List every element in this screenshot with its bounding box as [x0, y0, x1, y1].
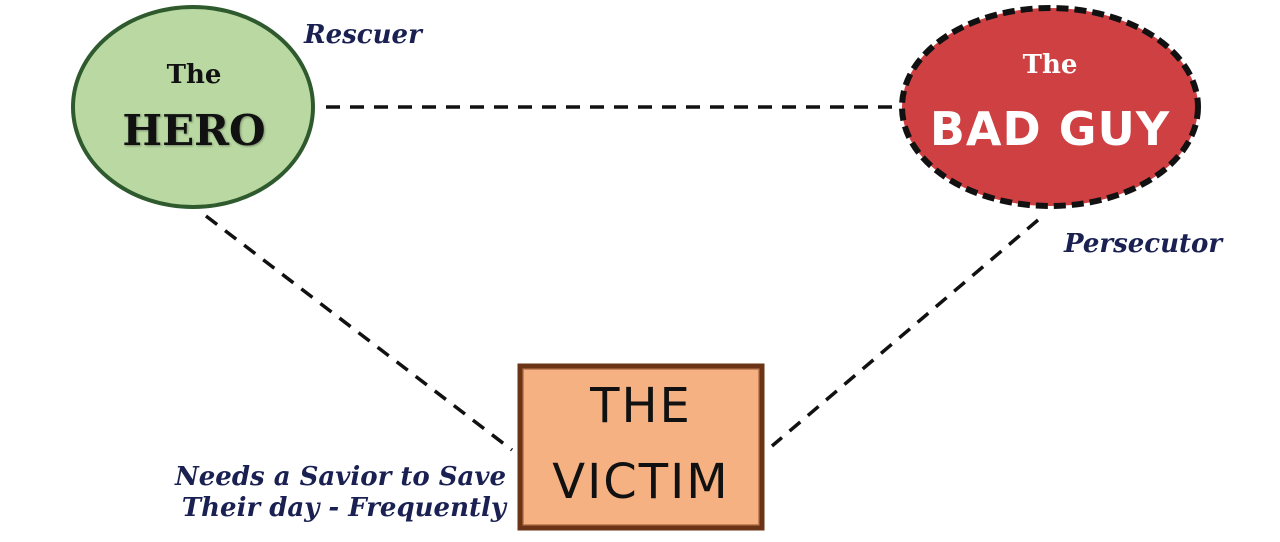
victim-node: [517, 363, 765, 531]
bad-guy-node: [899, 5, 1201, 209]
bad-guy-victim-connector: [770, 218, 1040, 448]
bad-guy-name-label: BAD GUY: [929, 102, 1171, 156]
victim-title-line1: THE: [590, 378, 692, 434]
victim-note-line2: Their day - Frequently: [181, 493, 506, 524]
hero-node: [71, 5, 315, 209]
rescuer-role-label: Rescuer: [304, 20, 422, 50]
hero-victim-connector: [204, 214, 514, 452]
victim-title-line2: VICTIM: [552, 454, 730, 510]
victim-node-inner-border: [522, 368, 760, 526]
hero-name-label: HERO: [122, 106, 266, 155]
victim-note-line1: Needs a Savior to Save: [175, 462, 506, 492]
bad-guy-prefix-label: The: [1022, 50, 1078, 80]
victim-role-note: Needs a Savior to Save Their day - Frequ…: [162, 462, 506, 524]
hero-prefix-label: The: [166, 60, 222, 90]
persecutor-role-label: Persecutor: [1064, 229, 1223, 259]
